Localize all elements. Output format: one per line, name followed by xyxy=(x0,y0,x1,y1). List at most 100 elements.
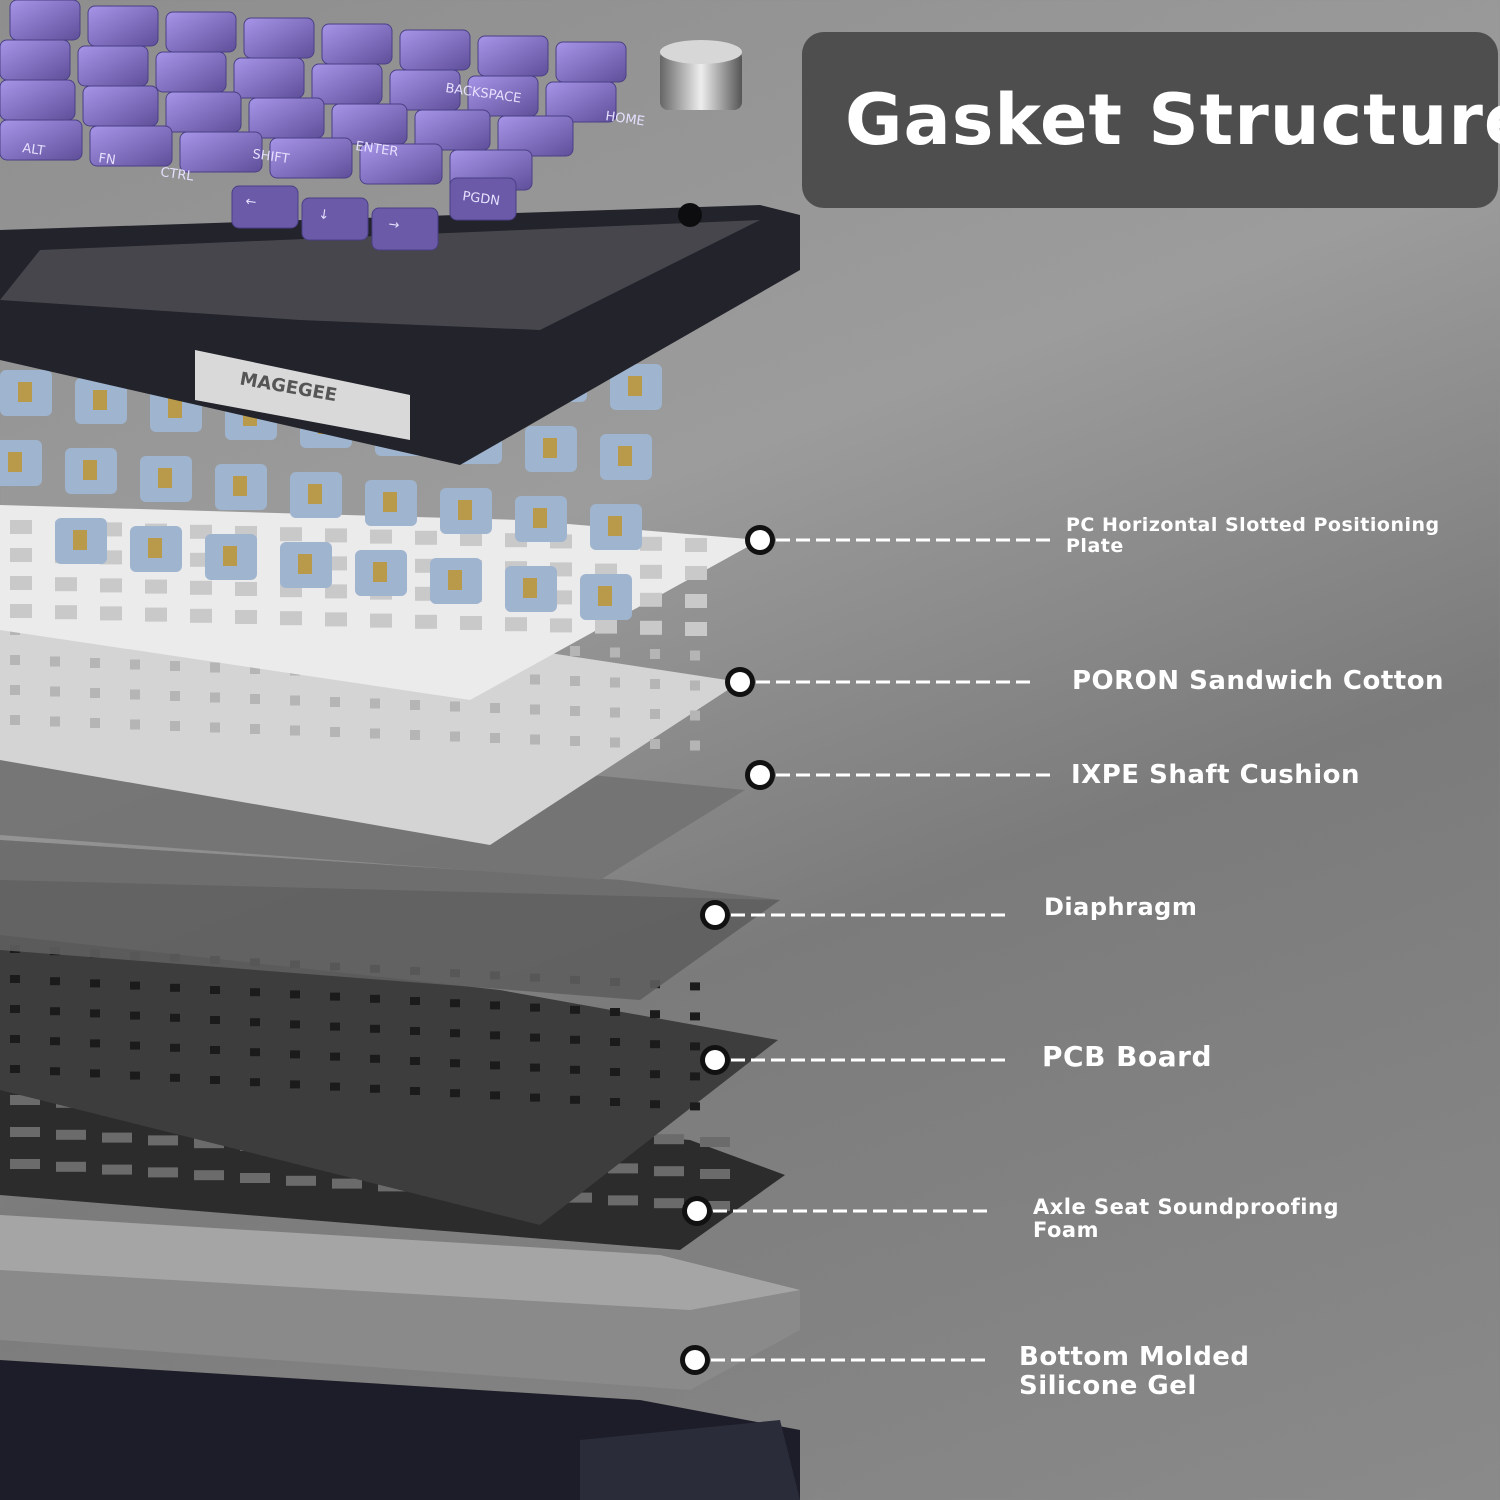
pcb-hole xyxy=(690,1042,700,1051)
poron-hole xyxy=(490,703,500,713)
plate-slot xyxy=(55,577,77,592)
keycap xyxy=(477,35,549,77)
switch-stem xyxy=(373,562,387,582)
poron-hole xyxy=(210,692,220,703)
plate-slot xyxy=(100,578,122,593)
switch-stem xyxy=(458,500,472,520)
poron-hole xyxy=(50,686,60,697)
pcb-hole xyxy=(450,1059,460,1068)
switch-stem xyxy=(383,492,397,512)
marker-dot-diaphragm xyxy=(705,905,725,925)
pcb-hole xyxy=(170,1013,180,1022)
switch-stem xyxy=(523,578,537,598)
plate-slot xyxy=(280,527,302,542)
pcb-hole xyxy=(170,1043,180,1052)
switch-stem xyxy=(8,452,22,472)
poron-hole xyxy=(530,704,540,715)
keycap xyxy=(0,79,76,121)
pcb-hole xyxy=(610,1038,620,1046)
pcb-hole xyxy=(50,1007,60,1016)
foam-cutout xyxy=(654,1166,684,1177)
keycap xyxy=(399,29,471,71)
keycap-legend: ↓ xyxy=(317,207,330,223)
foam-cutout xyxy=(56,1161,86,1172)
poron-hole xyxy=(450,701,460,712)
pcb-hole xyxy=(50,1037,60,1046)
poron-hole xyxy=(170,661,180,671)
pcb-hole xyxy=(570,1065,580,1074)
pcb-hole xyxy=(170,983,180,992)
switch-stem xyxy=(533,508,547,528)
plate-slot xyxy=(325,528,347,543)
foam-cutout xyxy=(608,1195,638,1206)
switch-stem xyxy=(73,530,87,550)
poron-hole xyxy=(610,677,620,688)
switch-stem xyxy=(223,546,237,566)
label-pcb: PCB Board xyxy=(1042,1040,1212,1073)
foam-cutout xyxy=(608,1163,638,1174)
poron-hole xyxy=(290,695,300,706)
plate-slot xyxy=(550,618,572,633)
foam-cutout xyxy=(194,1170,224,1181)
keycap-legend: PGDN xyxy=(461,189,500,209)
pcb-hole xyxy=(530,1093,540,1102)
pcb-hole xyxy=(210,986,220,994)
keycap xyxy=(545,81,617,123)
keycap xyxy=(89,125,173,167)
poron-hole xyxy=(610,707,620,718)
title-panel xyxy=(802,32,1498,208)
pcb-hole xyxy=(290,990,300,999)
marker-dot-poron xyxy=(730,672,750,692)
poron-hole xyxy=(650,649,660,659)
foam-cutout xyxy=(700,1137,730,1147)
pcb-hole xyxy=(170,1073,180,1082)
poron-hole xyxy=(10,715,20,725)
pcb-hole xyxy=(330,992,340,1001)
plate-slot xyxy=(505,617,527,632)
keycap xyxy=(311,63,383,105)
plate-slot xyxy=(685,566,707,580)
pcb-hole xyxy=(210,1076,220,1084)
plate-slot xyxy=(190,608,212,623)
pcb-hole xyxy=(570,1035,580,1044)
plate-slot xyxy=(640,620,662,635)
poron-hole xyxy=(250,724,260,734)
keycap-legend: CTRL xyxy=(159,165,195,185)
poron-hole xyxy=(290,725,300,736)
label-axle-foam: Axle Seat Soundproofing Foam xyxy=(1033,1195,1339,1243)
keycap-legend: → xyxy=(387,217,400,233)
pcb-hole xyxy=(330,1082,340,1091)
keycap xyxy=(269,137,353,179)
switch-stem xyxy=(448,570,462,590)
poron-hole xyxy=(90,658,100,668)
poron-hole xyxy=(690,680,700,691)
foam-cutout xyxy=(10,1095,40,1105)
poron-hole xyxy=(650,709,660,719)
pcb-hole xyxy=(330,1052,340,1061)
foam-cutout xyxy=(700,1169,730,1179)
poron-hole xyxy=(570,736,580,746)
keycap xyxy=(248,97,325,139)
switch-stem xyxy=(233,476,247,496)
keycap xyxy=(233,57,305,99)
switch-stem xyxy=(148,538,162,558)
poron-hole xyxy=(90,718,100,728)
foam-cutout xyxy=(102,1164,132,1175)
poron-hole xyxy=(530,734,540,745)
pcb-hole xyxy=(290,1080,300,1089)
pcb-hole xyxy=(290,1020,300,1029)
pcb-hole xyxy=(610,1008,620,1016)
pcb-hole xyxy=(50,1067,60,1076)
keycap xyxy=(359,143,443,185)
foam-cutout xyxy=(102,1132,132,1143)
pcb-hole xyxy=(690,1012,700,1021)
keycap xyxy=(9,0,81,41)
pcb-hole xyxy=(10,1005,20,1013)
foam-cutout xyxy=(10,1127,40,1137)
plate-slot xyxy=(370,613,392,628)
pcb-hole xyxy=(210,1016,220,1024)
switch-stem xyxy=(158,468,172,488)
pcb-hole xyxy=(490,1001,500,1010)
plate-slot xyxy=(325,584,347,599)
